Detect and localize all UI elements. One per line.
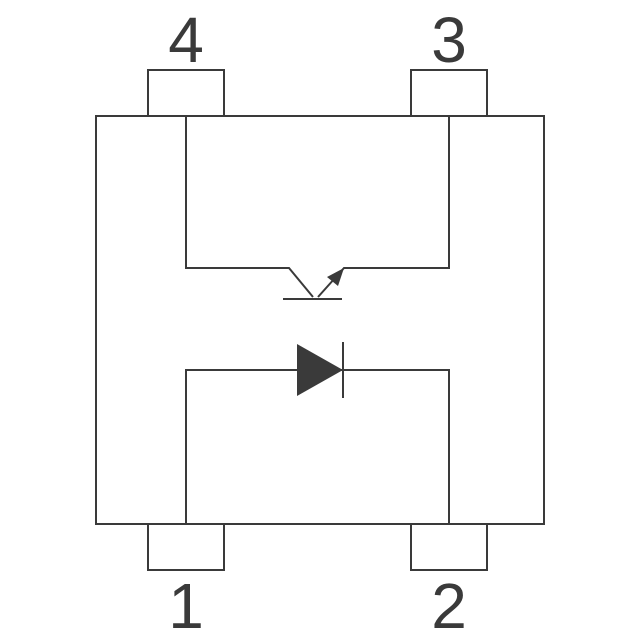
phototransistor-symbol xyxy=(185,116,450,300)
pin-2-label: 2 xyxy=(431,570,467,640)
pin-4-pad xyxy=(147,69,225,117)
transistor-emitter-wire xyxy=(317,116,450,298)
pin-1-pad xyxy=(147,523,225,571)
pin-3-label: 3 xyxy=(431,4,467,76)
diode-loop-wire xyxy=(185,369,450,524)
pin-1-label: 1 xyxy=(168,570,204,640)
pin-2-pad xyxy=(410,523,488,571)
pin-3-pad xyxy=(410,69,488,117)
transistor-emitter-arrow-icon xyxy=(327,268,344,286)
diode-anode-triangle-icon xyxy=(297,344,343,396)
pin-4-label: 4 xyxy=(168,4,204,76)
diode-symbol xyxy=(185,342,450,524)
transistor-collector-wire xyxy=(185,116,314,298)
package-body-outline xyxy=(95,115,545,525)
